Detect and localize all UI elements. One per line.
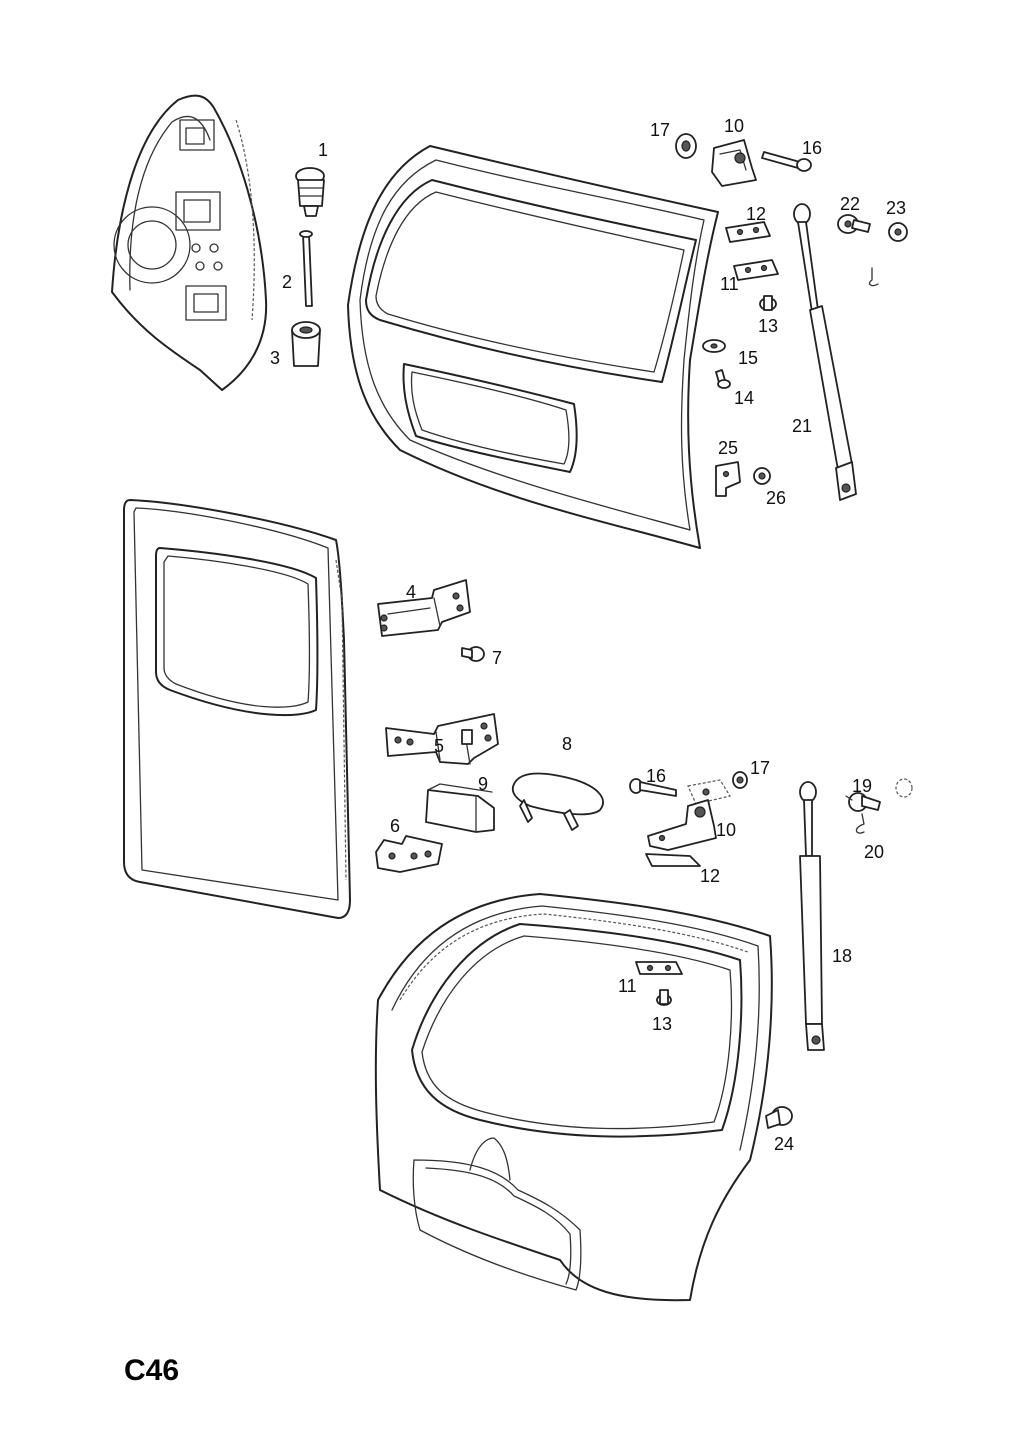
callout-10b: 10 <box>716 820 736 840</box>
callout-4: 4 <box>406 582 416 602</box>
part-2-pin <box>299 230 313 307</box>
callout-14: 14 <box>734 388 754 408</box>
part-15-washer <box>702 339 726 353</box>
callout-8: 8 <box>562 734 572 754</box>
callout-7: 7 <box>492 648 502 668</box>
part-16-bolt-top <box>761 151 812 172</box>
part-3-bushing <box>291 321 321 367</box>
callout-16: 16 <box>802 138 822 158</box>
callout-11b: 11 <box>618 976 637 996</box>
part-14-screw <box>715 369 731 389</box>
part-12-plate-top <box>725 221 771 243</box>
part-7-screw <box>461 646 485 662</box>
part-21-gas-strut <box>793 203 857 501</box>
part-18-gas-strut <box>799 781 825 1051</box>
part-20-clip <box>855 813 865 834</box>
callout-2: 2 <box>282 272 292 292</box>
callout-20: 20 <box>864 842 884 862</box>
part-10-hinge-top <box>711 139 757 187</box>
callout-11: 11 <box>720 274 739 294</box>
callout-24: 24 <box>774 1134 794 1154</box>
part-16-bolt-lower <box>629 778 677 797</box>
part-24-bump-stop <box>765 1106 793 1129</box>
callout-12b: 12 <box>700 866 720 886</box>
callout-13: 13 <box>758 316 778 336</box>
callout-12: 12 <box>746 204 766 224</box>
callout-18: 18 <box>832 946 852 966</box>
callout-5: 5 <box>434 736 444 756</box>
vehicle-rear-body <box>111 94 268 391</box>
part-11-plate-top <box>733 259 779 281</box>
tailgate-lower <box>374 893 773 1302</box>
part-hinge-plate-lower <box>687 779 731 805</box>
part-13-screw-lower <box>656 989 672 1006</box>
callout-3: 3 <box>270 348 280 368</box>
part-5-hinge <box>385 713 499 765</box>
part-12-plate-lower <box>645 853 701 867</box>
callout-labels: 1 2 3 17 10 16 22 23 12 11 13 15 14 21 2… <box>270 116 906 1154</box>
part-23-nut <box>888 222 908 242</box>
callout-10: 10 <box>724 116 744 136</box>
part-9-lock-block <box>425 783 495 833</box>
part-13-screw-top <box>759 295 777 311</box>
part-11-plate-lower <box>635 961 683 975</box>
small-clip <box>868 267 879 287</box>
callout-1: 1 <box>318 140 328 160</box>
callout-17b: 17 <box>750 758 770 778</box>
callout-25: 25 <box>718 438 738 458</box>
page-code: C46 <box>124 1354 179 1387</box>
callout-21: 21 <box>792 416 812 436</box>
part-25-bracket <box>715 461 741 497</box>
part-8-handle <box>511 772 604 831</box>
side-door <box>123 499 351 919</box>
callout-22: 22 <box>840 194 860 214</box>
callout-23: 23 <box>886 198 906 218</box>
part-10-hinge-lower <box>647 799 717 851</box>
callout-15: 15 <box>738 348 758 368</box>
callout-9: 9 <box>478 774 488 794</box>
part-1-bump-stop <box>295 167 325 217</box>
part-4-hinge <box>377 579 471 637</box>
part-17-washer-top <box>675 133 697 159</box>
part-6-bracket <box>375 835 443 873</box>
callout-6: 6 <box>390 816 400 836</box>
part-17-washer-lower <box>732 771 748 789</box>
part-22-ball-stud <box>837 214 871 234</box>
callout-16b: 16 <box>646 766 666 786</box>
part-nut-lower <box>895 778 913 798</box>
callout-19: 19 <box>852 776 872 796</box>
part-19-ball-stud <box>845 792 881 812</box>
callout-17: 17 <box>650 120 670 140</box>
callout-13b: 13 <box>652 1014 672 1034</box>
part-26-clip <box>753 467 771 485</box>
callout-26: 26 <box>766 488 786 508</box>
tailgate-upper <box>347 145 719 549</box>
